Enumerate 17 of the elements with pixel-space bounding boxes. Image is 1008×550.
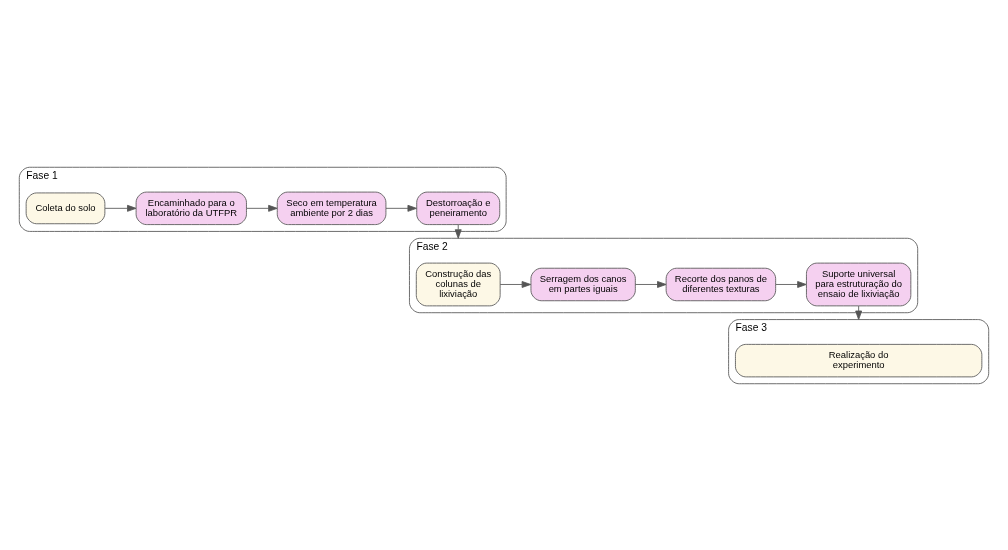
node-box: Recorte dos panos de diferentes texturas [665, 267, 777, 301]
node-box: Coleta do solo [25, 192, 106, 224]
arrow [385, 204, 417, 212]
node-box: Seco em temperatura ambiente por 2 dias [276, 191, 387, 225]
node-box: Realização do experimento [735, 343, 983, 377]
arrow [634, 280, 667, 288]
node-box: Serragem dos canos em partes iguais [530, 267, 636, 301]
node-box: Construção das colunas de lixiviação [415, 262, 501, 306]
node-box: Destorroação e peneiramento [416, 191, 501, 225]
arrow [454, 223, 462, 239]
node-box: Encaminhado para o laboratório da UTFPR [135, 191, 247, 225]
arrow [104, 204, 137, 212]
node-box: Suporte universal para estruturação do ensaio de lixiviação [806, 262, 912, 306]
arrow [855, 305, 863, 320]
arrow [775, 280, 807, 288]
arrow [246, 204, 278, 212]
arrow [499, 280, 532, 288]
